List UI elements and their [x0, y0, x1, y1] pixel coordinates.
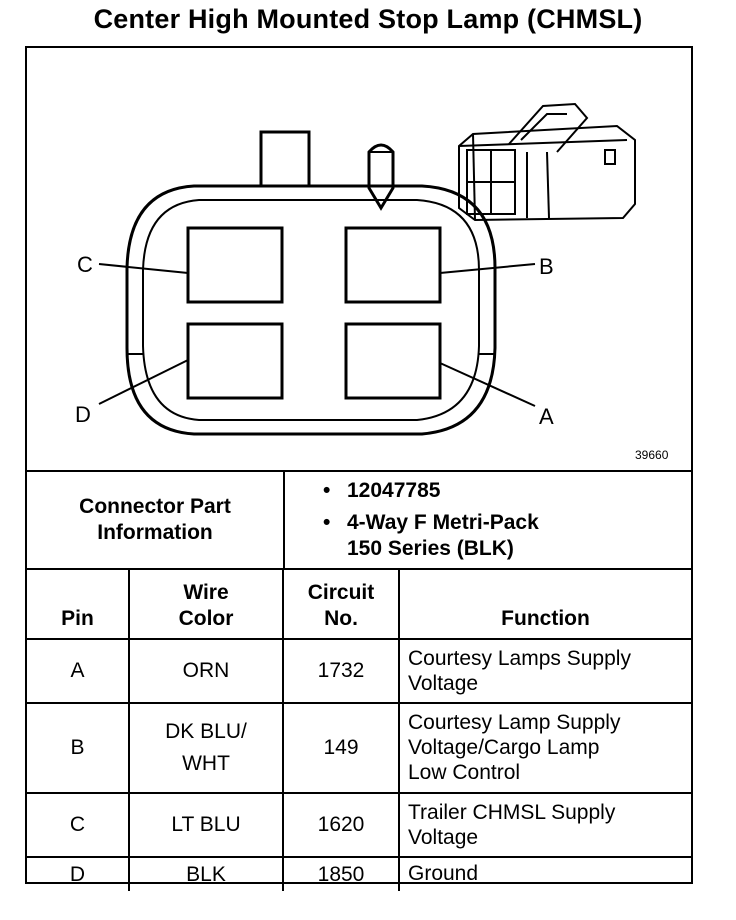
- part-number: 12047785: [347, 479, 441, 502]
- header-wire-color: Wire Color: [128, 570, 284, 640]
- cell-wire-color: LT BLU: [128, 792, 284, 858]
- info-label-line1: Connector Part: [79, 495, 231, 518]
- header-circuit-line2: No.: [324, 607, 358, 630]
- connector-diagram: C B D A 39660: [27, 48, 691, 472]
- connector-inner-shell: [142, 199, 480, 421]
- table-row: B DK BLU/ WHT 149 Courtesy Lamp Supply V…: [27, 702, 691, 794]
- table-header-row: Pin Wire Color Circuit No. Function: [27, 570, 691, 640]
- header-pin-text: Pin: [61, 607, 94, 630]
- pin-label-c: C: [77, 252, 93, 277]
- function-line1: Ground: [408, 862, 479, 885]
- cell-function: Ground: [398, 856, 691, 891]
- function-line2: Voltage: [408, 826, 479, 849]
- wire-color-line1: LT BLU: [171, 813, 241, 836]
- bullet-icon: •: [323, 479, 331, 502]
- connector-info-label: Connector Part Information: [27, 472, 285, 568]
- leader-a: [439, 362, 536, 407]
- cell-wire-color: BLK: [128, 856, 284, 891]
- header-wire-line2: Color: [178, 607, 234, 630]
- cell-pin: D: [27, 856, 130, 891]
- page-title: Center High Mounted Stop Lamp (CHMSL): [93, 4, 643, 34]
- header-wire-line1: Wire: [183, 581, 229, 604]
- wire-color-line1: BLK: [186, 862, 226, 886]
- header-pin: Pin: [27, 570, 130, 640]
- header-circuit: Circuit No.: [282, 570, 400, 640]
- function-line3: Low Control: [408, 761, 521, 784]
- connector-face-drawing: C B D A: [75, 102, 636, 436]
- cell-pin: B: [27, 702, 130, 794]
- figure-number: 39660: [635, 448, 669, 462]
- cell-function: Courtesy Lamps Supply Voltage: [398, 638, 691, 704]
- info-item-connector-type: • 4-Way F Metri-Pack 150 Series (BLK): [323, 510, 539, 562]
- connector-type-line1: 4-Way F Metri-Pack: [347, 511, 539, 534]
- cavity-b: [344, 226, 442, 304]
- leader-b: [439, 263, 536, 274]
- connector-part-info: Connector Part Information • 12047785 • …: [27, 472, 691, 570]
- cell-circuit: 149: [282, 702, 400, 794]
- cavity-c: [186, 226, 284, 304]
- connector-outer-shell: [125, 184, 497, 436]
- cell-circuit: 1732: [282, 638, 400, 704]
- cell-pin: A: [27, 638, 130, 704]
- bullet-icon: •: [323, 511, 331, 534]
- info-label-line2: Information: [97, 521, 213, 544]
- polarizing-key: [367, 143, 395, 211]
- function-line2: Voltage: [408, 672, 479, 695]
- pin-table: Pin Wire Color Circuit No. Function A OR…: [27, 570, 691, 891]
- pin-label-b: B: [539, 254, 554, 279]
- leader-d: [98, 359, 189, 405]
- cavity-d: [186, 322, 284, 400]
- pin-label-d: D: [75, 402, 91, 427]
- function-line1: Trailer CHMSL Supply: [408, 801, 616, 824]
- connector-info-list: • 12047785 • 4-Way F Metri-Pack 150 Seri…: [323, 478, 539, 562]
- cell-circuit: 1620: [282, 792, 400, 858]
- table-row: D BLK 1850 Ground: [27, 856, 691, 891]
- cell-function: Courtesy Lamp Supply Voltage/Cargo Lamp …: [398, 702, 691, 794]
- header-circuit-line1: Circuit: [307, 581, 375, 604]
- table-row: A ORN 1732 Courtesy Lamps Supply Voltage: [27, 638, 691, 704]
- wire-color-line2: WHT: [182, 752, 230, 775]
- connector-isometric-icon: [458, 102, 636, 222]
- cell-wire-color: DK BLU/ WHT: [128, 702, 284, 794]
- cell-function: Trailer CHMSL Supply Voltage: [398, 792, 691, 858]
- cell-pin: C: [27, 792, 130, 858]
- function-line1: Courtesy Lamp Supply: [408, 711, 621, 734]
- header-function: Function: [398, 570, 691, 640]
- wire-color-line1: DK BLU/: [165, 720, 247, 743]
- header-function-text: Function: [501, 607, 590, 630]
- connector-type-line2: 150 Series (BLK): [347, 537, 514, 560]
- function-line2: Voltage/Cargo Lamp: [408, 736, 600, 759]
- info-item-part-number: • 12047785: [323, 478, 539, 504]
- function-line1: Courtesy Lamps Supply: [408, 647, 631, 670]
- table-row: C LT BLU 1620 Trailer CHMSL Supply Volta…: [27, 792, 691, 858]
- leader-c: [98, 263, 189, 274]
- cavity-a: [344, 322, 442, 400]
- pin-label-a: A: [539, 404, 554, 429]
- cell-circuit: 1850: [282, 856, 400, 891]
- lock-tab: [259, 130, 311, 186]
- cell-wire-color: ORN: [128, 638, 284, 704]
- wire-color-line1: ORN: [182, 659, 230, 682]
- connector-sheet: C B D A 39660 Connector P: [25, 46, 693, 891]
